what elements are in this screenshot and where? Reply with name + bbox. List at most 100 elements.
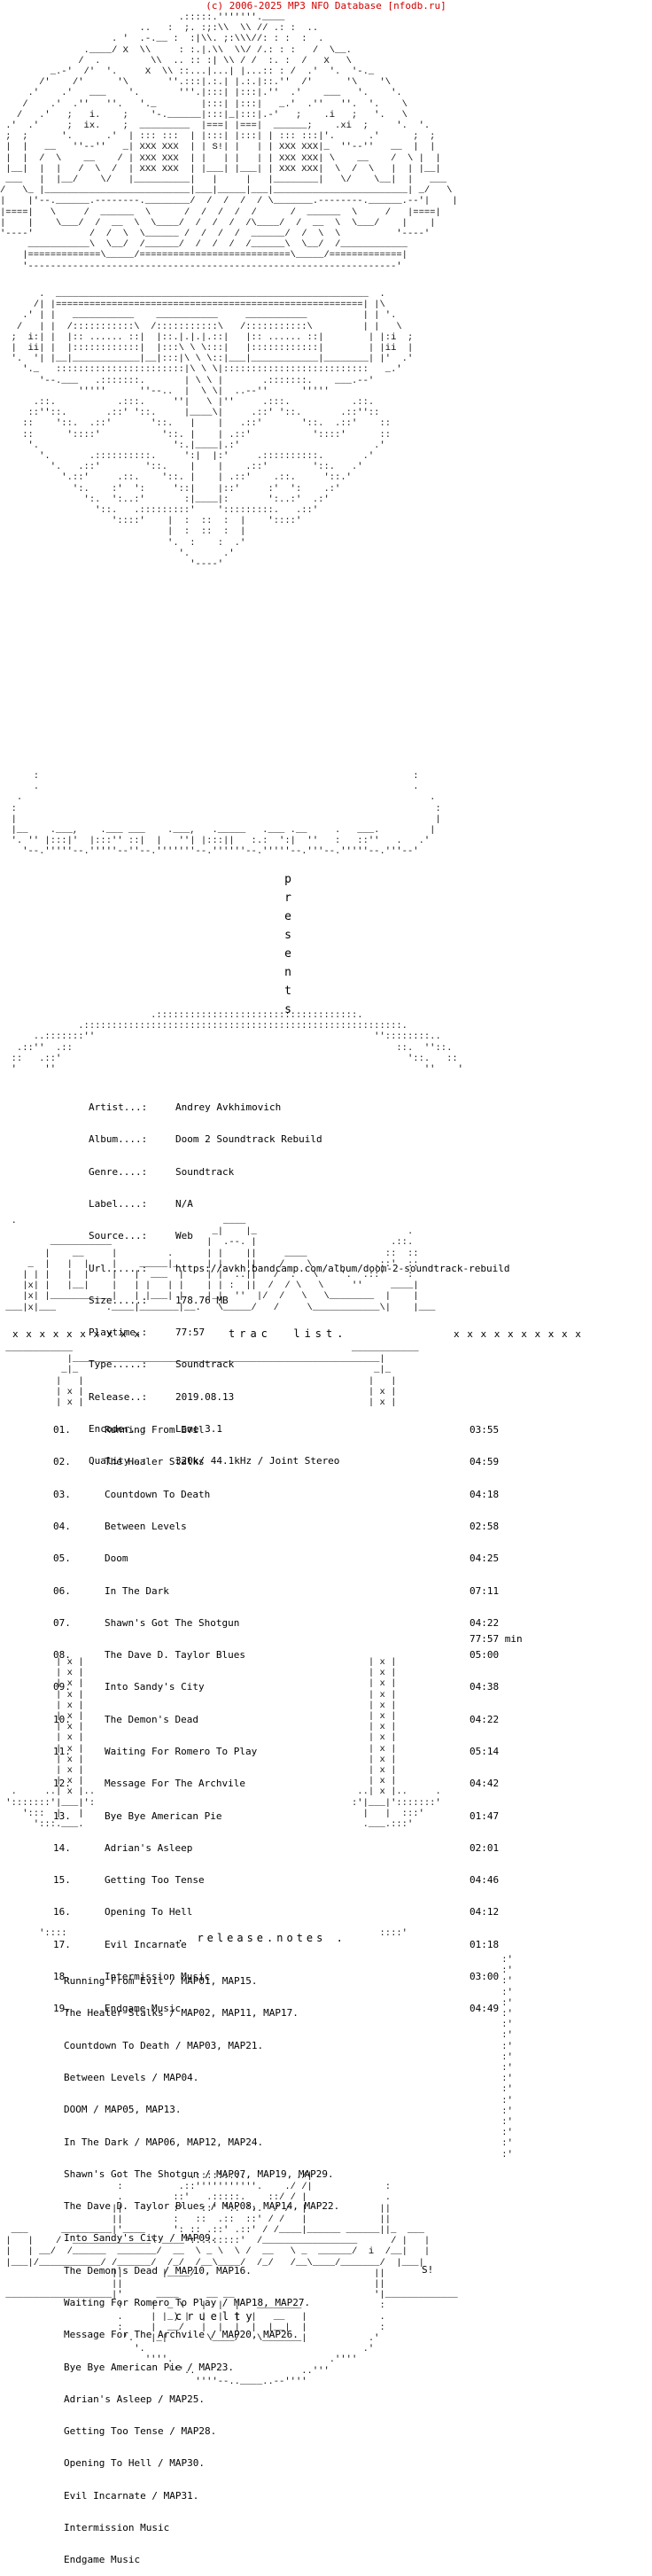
note-line: Message For The Archvile / MAP20, MAP26. <box>64 2329 299 2341</box>
info-label: Label....: <box>89 1198 148 1210</box>
track-title: Evil Incarnate <box>105 1938 187 1950</box>
track-time: 04:18 <box>470 1488 500 1500</box>
presents-letter: s <box>284 1003 291 1016</box>
track-number: 19. <box>53 2003 71 2015</box>
tracklist: 01. Running From Evil 03:55 02. The Healer … <box>53 1404 602 2025</box>
note-line: Waiting For Romero To Play / MAP18, MAP2… <box>64 2297 311 2308</box>
track-number: 11. <box>53 1746 71 1757</box>
info-label: Playtime.: <box>89 1327 148 1339</box>
info-value: 2019.08.13 <box>175 1390 235 1403</box>
info-row-url: Url......: https://avkh.bandcamp.com/albu… <box>89 1262 638 1274</box>
info-value: N/A <box>175 1198 193 1210</box>
info-value: 320k/ 44.1kHz / Joint Stereo <box>175 1455 340 1467</box>
track-title: Opening To Hell <box>105 1906 193 1918</box>
info-label: Type.....: <box>89 1358 148 1371</box>
info-label: Url......: <box>89 1262 148 1274</box>
note-line: Into Sandy's City / MAP09. <box>64 2232 217 2245</box>
track-number: 15. <box>53 1874 71 1887</box>
note-line: The Healer Stalks / MAP02, MAP11, MAP17. <box>64 2007 299 2020</box>
track-time: 04:38 <box>470 1681 500 1693</box>
track-number: 04. <box>53 1521 71 1533</box>
track-time: 01:47 <box>470 1809 500 1822</box>
info-label: Encoder..: <box>89 1423 148 1435</box>
track-number: 14. <box>53 1841 71 1854</box>
track-number: 06. <box>53 1584 71 1597</box>
track-row: 10. The Demon's Dead 04:22 <box>53 1713 602 1725</box>
note-line: The Dave D. Taylor Blues / MAP08, MAP14,… <box>64 2200 340 2213</box>
presents-letter: e <box>284 947 291 961</box>
track-title: Bye Bye American Pie <box>105 1809 222 1822</box>
track-time: 04:25 <box>470 1553 500 1565</box>
track-time: 01:18 <box>470 1938 500 1950</box>
info-row-genre: Genre....: Soundtrack <box>89 1165 638 1178</box>
info-label: Quality..: <box>89 1455 148 1467</box>
track-title: Intermission Music <box>105 1970 211 1982</box>
track-number: 08. <box>53 1649 71 1662</box>
track-row: 01. Running From Evil 03:55 <box>53 1425 602 1436</box>
track-time: 04:22 <box>470 1713 500 1725</box>
track-title: Into Sandy's City <box>105 1681 205 1693</box>
info-label: Genre....: <box>89 1165 148 1178</box>
track-row: 05. Doom 04:25 <box>53 1553 602 1564</box>
signature: S! <box>422 2264 434 2276</box>
track-row: 02. The Healer Stalks 04:59 <box>53 1457 602 1467</box>
track-title: The Healer Stalks <box>105 1456 205 1468</box>
track-title: Getting Too Tense <box>105 1874 205 1887</box>
track-time: 04:22 <box>470 1616 500 1629</box>
info-value: Doom 2 Soundtrack Rebuild <box>175 1133 322 1146</box>
total-time: 77:57 min <box>470 1633 523 1645</box>
track-time: 04:12 <box>470 1906 500 1918</box>
track-number: 12. <box>53 1778 71 1790</box>
info-row-quality: Quality..: 320k/ 44.1kHz / Joint Stereo <box>89 1456 638 1467</box>
info-row-encoder: Encoder..:Lame 3.1 <box>89 1423 638 1435</box>
ascii-art-notes-right: :' :' :' :' :' :' :' :' :' :' :' :' :' :… <box>501 1955 513 2160</box>
track-time: 04:59 <box>470 1456 500 1468</box>
track-number: 09. <box>53 1681 71 1693</box>
track-row: 13. Bye Bye American Pie 01:47 <box>53 1809 602 1822</box>
track-title: The Dave D. Taylor Blues <box>105 1649 245 1662</box>
ascii-art-presents-band: : : . . . <box>11 771 441 858</box>
track-time: 02:58 <box>470 1521 500 1533</box>
track-title: The Demon's Dead <box>105 1713 198 1725</box>
track-time: 03:55 <box>470 1424 500 1436</box>
ascii-art-emblem: .:::::.'''''''.____ .. : ;. :;:\\ \\ // … <box>0 12 458 272</box>
track-number: 01. <box>53 1424 71 1436</box>
track-number: 05. <box>53 1553 71 1565</box>
track-title: Waiting For Romero To Play <box>105 1746 258 1757</box>
ascii-art-tracklist-frame: ____________ ____________ |_____________… <box>5 1343 419 1409</box>
track-title: Countdown To Death <box>105 1488 211 1500</box>
track-time: 02:01 <box>470 1841 500 1854</box>
info-value: Soundtrack <box>175 1165 235 1178</box>
note-line: Getting Too Tense / MAP28. <box>64 2425 217 2438</box>
info-row-album: Album....:Doom 2 Soundtrack Rebuild <box>89 1134 638 1145</box>
info-label: Source...: <box>89 1230 148 1242</box>
track-title: Doom <box>105 1553 128 1565</box>
presents-letter: p <box>284 873 291 886</box>
track-number: 10. <box>53 1713 71 1725</box>
track-number: 13. <box>53 1809 71 1822</box>
release-notes-title: . release.notes . <box>177 1932 346 1944</box>
info-row-type: Type.....:Soundtrack <box>89 1359 638 1370</box>
note-line: Bye Bye American Pie / MAP23. <box>64 2361 235 2373</box>
info-value: https://avkh.bandcamp.com/album/doom-2-s… <box>175 1262 510 1274</box>
track-title: Running From Evil <box>105 1424 205 1436</box>
presents-letter: s <box>284 929 291 942</box>
ascii-art-wings: . ______________________________________… <box>11 289 414 571</box>
note-line: Countdown To Death / MAP03, MAP21. <box>64 2039 264 2051</box>
info-label: Artist...: <box>89 1101 148 1114</box>
presents-letter: r <box>284 891 291 905</box>
note-line: Evil Incarnate / MAP31. <box>64 2489 199 2502</box>
note-line: In The Dark / MAP06, MAP12, MAP24. <box>64 2136 264 2148</box>
info-row-source: Source...:Web <box>89 1231 638 1241</box>
track-time: 07:11 <box>470 1584 500 1597</box>
track-number: 02. <box>53 1456 71 1468</box>
